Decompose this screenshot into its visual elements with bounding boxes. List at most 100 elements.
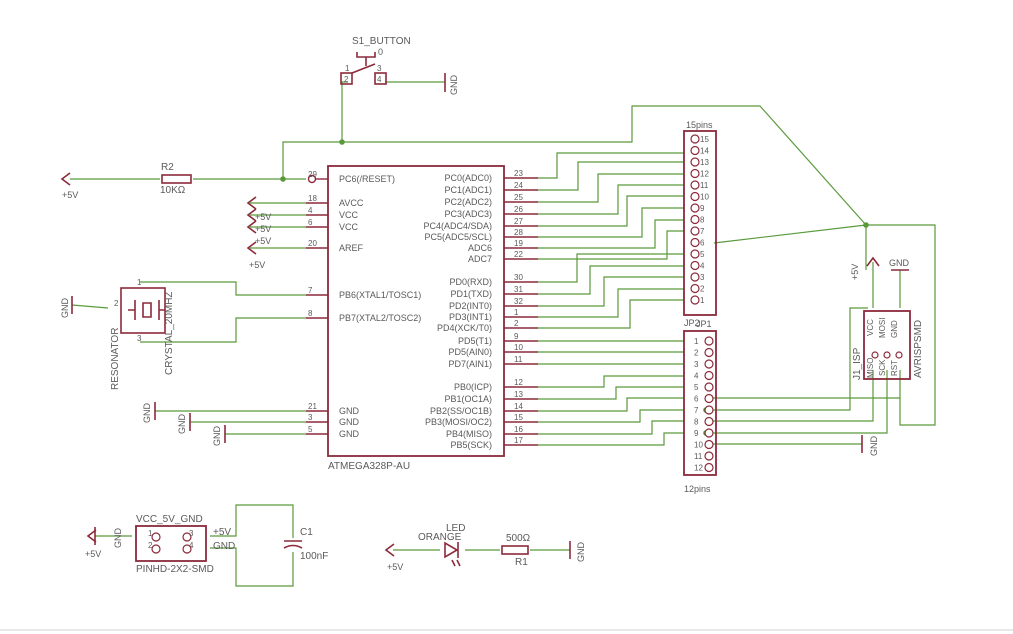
mcu-left-pin-label: PC6(/RESET) (339, 174, 395, 184)
mcu-right-pin-num: 10 (514, 343, 523, 352)
jp1-pin-num: 7 (700, 227, 705, 236)
isp-pin-miso: MISO (866, 358, 875, 378)
mcu-right-pin-num: 17 (514, 436, 523, 445)
resistor-r2: R2 10KΩ (160, 162, 192, 196)
vcc-arrow-icon (384, 543, 395, 557)
jp2-pin (704, 416, 714, 427)
mcu-right-pin-label: PD5(T1) (458, 336, 492, 346)
ph-pin-3: 3 (189, 529, 194, 538)
gnd-label: GND (177, 414, 187, 435)
jp2-pin (704, 347, 714, 358)
mcu-right-pin-label: PB1(OC1A) (444, 394, 492, 404)
mcu-atmega328p: PC6(/RESET)29AVCC18VCC4VCC6AREF20PB6(XTA… (306, 165, 538, 472)
mcu-right-pin-label: PD1(TXD) (450, 289, 492, 299)
vcc-label: +5V (255, 236, 271, 246)
r2-value: 10KΩ (160, 185, 186, 196)
mcu-right-pins: PC0(ADC0)23PC1(ADC1)24PC2(ADC2)25PC3(ADC… (423, 169, 538, 450)
vcc-label: +5V (62, 190, 78, 200)
mcu-left-pin-num: 4 (308, 206, 313, 215)
jp2-pin-num: 5 (694, 383, 699, 392)
led-value: ORANGE (418, 532, 462, 543)
button-s1: S1_BUTTON 0 1 2 3 4 (340, 36, 411, 85)
jp2-pin-num: 10 (694, 441, 703, 450)
jp2-pin-num: 1 (694, 337, 699, 346)
mcu-left-pin-label: AREF (339, 243, 364, 253)
vcc-label: +5V (255, 212, 271, 222)
vcc-symbols: +5V+5V+5V+5V+5V+5V+5V+5V (60, 172, 880, 572)
gnd-label: GND (113, 528, 123, 549)
button-pin-1: 1 (345, 64, 350, 73)
jp2-pin-num: 2 (694, 349, 699, 358)
mcu-right-pin-num: 12 (514, 378, 523, 387)
mcu-left-pin-num: 5 (308, 425, 313, 434)
mcu-left-pin-num: 3 (308, 413, 313, 422)
jp2-caption: 12pins (684, 484, 711, 494)
mcu-right-pin-num: 1 (514, 308, 519, 317)
isp-name: J1_ISP (852, 347, 863, 380)
ph-net-gnd: GND (213, 541, 235, 552)
jp1-pin (690, 295, 700, 305)
mcu-right-pin-num: 28 (514, 228, 523, 237)
jp1-pin (690, 145, 700, 156)
jp2-pin-num: 8 (694, 418, 699, 427)
jp1-pin-num: 2 (700, 285, 705, 294)
jp1-pin-num: 15 (700, 135, 709, 144)
led: LED ORANGE (418, 523, 465, 567)
crystal-pin-2: 2 (114, 299, 119, 308)
jp1-caption: 15pins (686, 120, 713, 130)
button-pin-3: 3 (377, 64, 382, 73)
resistor-r1: 500Ω R1 (501, 533, 531, 568)
isp-value: AVRISPSMD (913, 320, 924, 378)
vcc-label: +5V (249, 260, 265, 270)
jp1-pin (690, 203, 700, 213)
crystal-resonator: 1 2 3 RESONATOR CRYSTAL_20MHZ (110, 278, 175, 390)
jp2-pin (704, 405, 714, 415)
c1-value: 100nF (300, 551, 328, 562)
r1-name: R1 (515, 557, 528, 568)
vcc-arrow-icon (60, 172, 71, 186)
jp2-pin-num: 9 (694, 429, 699, 438)
r1-value: 500Ω (506, 533, 531, 544)
jp2-pin-num: 11 (694, 452, 703, 461)
mcu-left-pin-num: 18 (308, 194, 317, 203)
jp1-name: JP1 (696, 319, 712, 329)
gnd-label: GND (449, 75, 459, 96)
jp1-pin (690, 283, 700, 294)
jp1-pin-num: 10 (700, 193, 709, 202)
mcu-right-pin-label: PC1(ADC1) (444, 185, 492, 195)
ph-pin-1: 1 (148, 529, 153, 538)
mcu-right-pin-num: 14 (514, 402, 523, 411)
gnd-label: GND (212, 426, 222, 447)
crystal-pin-1: 1 (137, 278, 142, 287)
mcu-left-pin-num: 8 (308, 309, 313, 318)
mcu-right-pin-label: ADC7 (468, 254, 492, 264)
jp2-pin (704, 336, 714, 346)
mcu-right-pin-num: 13 (514, 390, 523, 399)
jp1-pin (690, 134, 700, 144)
ph-name: VCC_5V_GND (136, 514, 203, 525)
mcu-right-pin-num: 27 (514, 217, 523, 226)
mcu-right-pin-num: 32 (514, 297, 523, 306)
mcu-right-pin-label: PC2(ADC2) (444, 197, 492, 207)
ph-net-plus: +5V (213, 527, 231, 538)
jp1-pin (690, 157, 700, 167)
mcu-left-pin-num: 21 (308, 402, 317, 411)
isp-connector: VCC MOSI GND MISO SCK RST J1_ISP AVRISPS… (852, 310, 924, 380)
mcu-left-pin-num: 29 (308, 170, 317, 179)
gnd-label: GND (576, 542, 586, 563)
gnd-label: GND (889, 258, 910, 268)
mcu-right-pin-num: 2 (514, 319, 519, 328)
mcu-right-pin-label: PC3(ADC3) (444, 209, 492, 219)
mcu-right-pin-num: 26 (514, 205, 523, 214)
mcu-right-pin-label: PD2(INT0) (449, 301, 492, 311)
ph-value: PINHD-2X2-SMD (136, 564, 214, 575)
power-header: 1 2 3 4 VCC_5V_GND PINHD-2X2-SMD +5V GND (135, 514, 235, 575)
mcu-right-pin-label: ADC6 (468, 243, 492, 253)
jp1-pin (690, 191, 700, 202)
mcu-right-pin-num: 15 (514, 413, 523, 422)
crystal-name: RESONATOR (110, 328, 121, 390)
mcu-left-pin-label: AVCC (339, 198, 364, 208)
